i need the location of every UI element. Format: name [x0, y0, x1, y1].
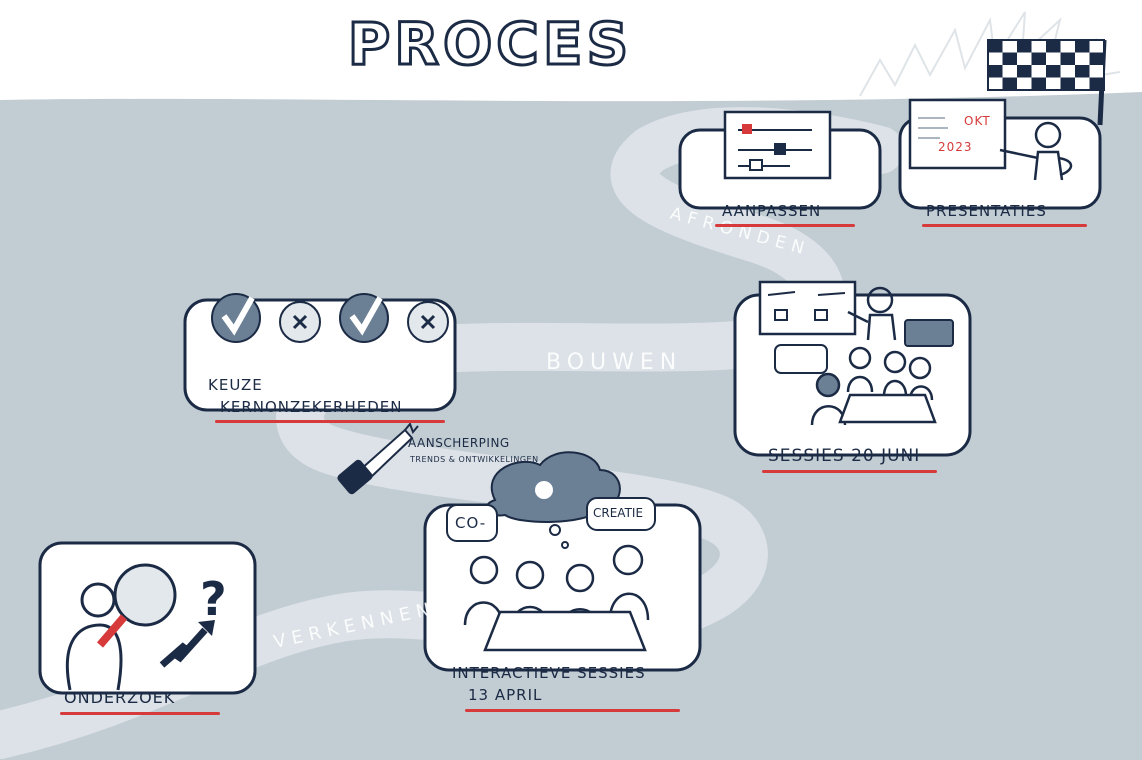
step-label-interactieve-sessies: INTERACTIEVE SESSIES — [452, 664, 646, 682]
phase-label-bouwen: BOUWEN — [546, 350, 683, 375]
presenter-icon — [999, 121, 1073, 181]
underline — [762, 470, 937, 473]
card-sessies-20-juni — [733, 280, 972, 457]
speech-bubble-co — [446, 504, 498, 542]
step-label-sessies-20-juni: SESSIES 20 JUNI — [768, 446, 921, 466]
annotation-line-1: AANSCHERPING — [408, 436, 510, 450]
presentation-board-icon — [908, 98, 1007, 170]
step-label-aanpassen: AANPASSEN — [722, 202, 822, 220]
page-title: PROCES — [346, 9, 633, 80]
underline — [465, 709, 680, 712]
meeting-people-icon — [810, 346, 937, 426]
underline — [715, 224, 855, 227]
card-keuze-kernonzekerheden — [183, 293, 457, 412]
bubble-label-creatie: CREATIE — [593, 506, 644, 520]
speech-bubble-icon — [904, 319, 954, 347]
thought-cloud-icon — [485, 451, 621, 549]
underline — [215, 420, 445, 423]
cross-icon — [407, 301, 449, 343]
underline — [922, 224, 1087, 227]
underline — [60, 712, 220, 715]
step-label-kernonzekerheden: KERNONZEKERHEDEN — [220, 398, 403, 416]
step-label-keuze: KEUZE — [208, 376, 263, 394]
saw-icon — [337, 422, 419, 495]
annotation-line-2: TRENDS & ONTWIKKELINGEN — [410, 455, 539, 464]
settings-sliders-icon — [723, 110, 832, 180]
board-year: 2023 — [938, 140, 973, 154]
bubble-label-co: CO- — [455, 514, 487, 532]
card-presentaties — [898, 98, 1102, 210]
check-icon — [339, 293, 389, 343]
card-onderzoek: ? — [38, 541, 257, 695]
board-month: OKT — [964, 114, 991, 128]
cross-icon — [279, 301, 321, 343]
trend-arrow-icon — [159, 620, 215, 668]
question-mark-icon: ? — [200, 572, 227, 626]
step-label-presentaties: PRESENTATIES — [926, 202, 1047, 220]
people-at-table-icon — [463, 544, 650, 652]
check-icon — [211, 293, 261, 343]
step-label-onderzoek: ONDERZOEK — [64, 688, 176, 707]
magnifier-icon — [65, 563, 177, 691]
speech-bubble-creatie — [586, 497, 656, 531]
background-panel — [0, 92, 1142, 760]
presenter-icon — [847, 286, 897, 341]
step-label-interactieve-date: 13 APRIL — [468, 686, 543, 704]
speech-bubble-icon — [774, 344, 828, 374]
card-aanpassen — [678, 110, 882, 210]
whiteboard-icon — [758, 280, 857, 336]
card-interactieve-sessies — [423, 451, 702, 672]
finish-flag-icon — [987, 39, 1107, 126]
